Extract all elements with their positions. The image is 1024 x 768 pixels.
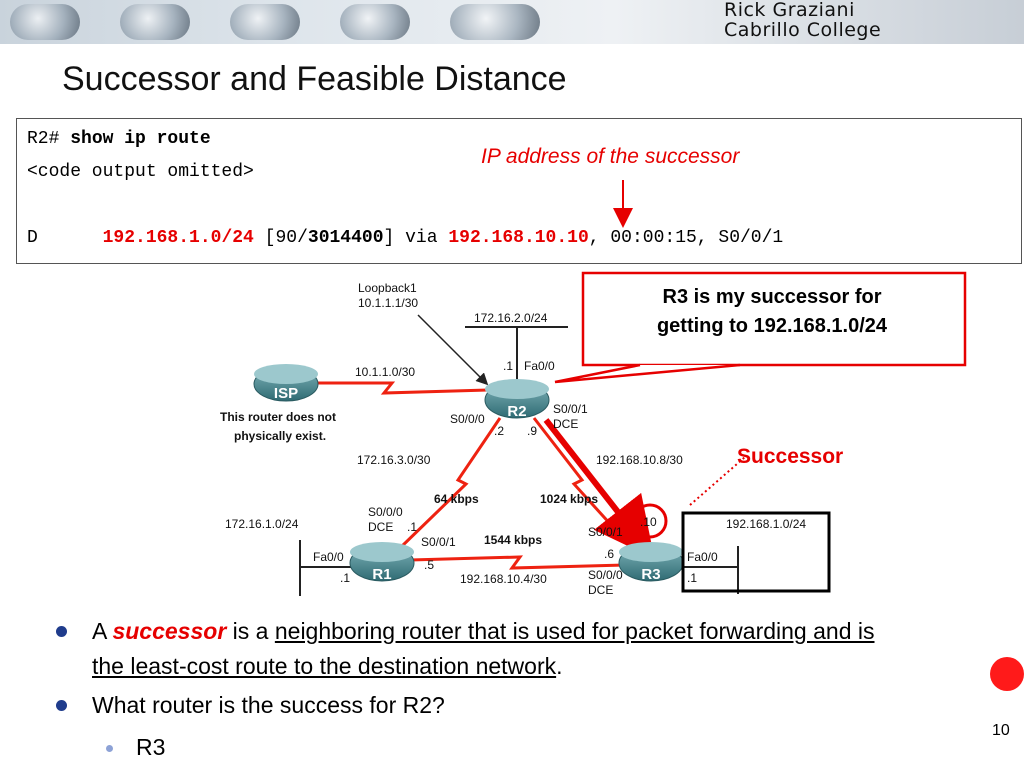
bullet-text: is a: [232, 618, 269, 644]
r1-r3-serial-link: [409, 555, 626, 570]
bullet-dot: [56, 700, 67, 711]
author-name: Rick Graziani: [724, 0, 855, 21]
bullet-text: .: [556, 653, 563, 679]
command-line: R2# show ip route: [27, 129, 211, 149]
successor-path-arrow: [543, 418, 655, 559]
question-text: What router is the success for R2?: [92, 692, 445, 718]
r2-lan-network: 172.16.2.0/24: [474, 311, 548, 325]
r1-s001-port: S0/0/1: [421, 535, 456, 549]
bullet-question: What router is the success for R2?: [56, 688, 445, 723]
answer-text: R3: [136, 734, 166, 760]
successor-dotted-pointer: [689, 456, 746, 506]
isp-label: ISP: [274, 385, 298, 402]
route-output-box: R2# show ip route <code output omitted> …: [16, 118, 1022, 264]
route-code: D: [27, 228, 38, 248]
author-block: Rick Graziani Cabrillo College: [724, 0, 881, 40]
route-entry: D 192.168.1.0/24 [90/3014400] via 192.16…: [27, 228, 783, 248]
r2-s000-port: S0/0/0: [450, 412, 485, 426]
r3-label: R3: [641, 566, 660, 583]
cli-prompt: R2#: [27, 129, 60, 149]
r3-s000-port: S0/0/0: [588, 568, 623, 582]
r3-fa-port: Fa0/0: [687, 550, 718, 564]
metric-open: [90/: [264, 228, 308, 248]
r2-s001-port: S0/0/1: [553, 402, 588, 416]
r3-fa-host: .1: [687, 571, 697, 585]
r3-host-10: .10: [640, 515, 657, 529]
author-college: Cabrillo College: [724, 19, 882, 41]
loopback-arrow: [417, 314, 489, 386]
banner-graphic: [340, 4, 410, 40]
r1-r2-bandwidth: 64 kbps: [434, 492, 479, 506]
successor-term: successor: [112, 618, 227, 644]
callout-line1: R3 is my successor for: [662, 286, 882, 308]
omitted-line: <code output omitted>: [27, 162, 254, 182]
r1-fa-host: .1: [340, 571, 350, 585]
successor-ip-annotation: IP address of the successor: [481, 145, 740, 168]
isp-link-network: 10.1.1.0/30: [355, 365, 415, 379]
isp-note-line2: physically exist.: [234, 429, 326, 443]
r2-host-2: .2: [494, 424, 504, 438]
r1-r2-serial-link: [398, 417, 502, 550]
router-isp: [253, 364, 319, 402]
r1-r2-network: 172.16.3.0/30: [357, 453, 431, 467]
successor-ip-highlight: [632, 503, 668, 539]
r3-lan-network: 192.168.1.0/24: [726, 517, 806, 531]
r2-r3-network: 192.168.10.8/30: [596, 453, 683, 467]
loopback-name: Loopback1: [358, 281, 417, 295]
feasible-distance: 3014400: [307, 228, 384, 248]
slide-title: Successor and Feasible Distance: [62, 60, 567, 98]
r2-r3-bandwidth: 1024 kbps: [540, 492, 598, 506]
r1-r3-bandwidth: 1544 kbps: [484, 533, 542, 547]
banner-graphic: [230, 4, 300, 40]
r2-fa-host: .1: [503, 359, 513, 373]
callout-pointer: [554, 363, 741, 384]
callout-box: [581, 271, 967, 367]
sub-bullet-answer: R3: [106, 730, 165, 765]
callout-line2: getting to 192.168.1.0/24: [656, 315, 888, 337]
r3-s001-port: S0/0/1: [588, 525, 623, 539]
r1-fa-port: Fa0/0: [313, 550, 344, 564]
banner-graphic: [120, 4, 190, 40]
r1-host-1: .1: [407, 520, 417, 534]
metric-close: ] via: [383, 228, 438, 248]
r2-label: R2: [507, 403, 526, 420]
r1-host-5: .5: [424, 558, 434, 572]
r2-fa-port: Fa0/0: [524, 359, 555, 373]
router-r2: [484, 379, 550, 419]
r2-dce: DCE: [553, 417, 578, 431]
isp-note-line1: This router does not: [220, 410, 336, 424]
router-r1: [349, 542, 415, 582]
r1-s000-port: S0/0/0: [368, 505, 403, 519]
route-network: 192.168.1.0/24: [102, 228, 254, 248]
banner-graphic: [10, 4, 80, 40]
next-hop-ip: 192.168.10.10: [448, 228, 589, 248]
r3-dce: DCE: [588, 583, 613, 597]
r3-host-6: .6: [604, 547, 614, 561]
cli-command: show ip route: [70, 129, 211, 149]
route-tail: , 00:00:15, S0/0/1: [588, 228, 784, 248]
bullet-successor-definition: A successor is a neighboring router that…: [56, 614, 876, 684]
r2-host-9: .9: [527, 424, 537, 438]
r1-dce: DCE: [368, 520, 393, 534]
r1-r3-network: 192.168.10.4/30: [460, 572, 547, 586]
isp-serial-link: [318, 381, 489, 395]
banner-graphic: [450, 4, 540, 40]
successor-callout: R3 is my successor for getting to 192.16…: [586, 283, 958, 341]
destination-network-box: [681, 511, 831, 593]
red-dot-decoration: [990, 657, 1024, 691]
successor-label: Successor: [737, 445, 844, 468]
page-number: 10: [992, 722, 1010, 739]
successor-definition: neighboring router that is used for pack…: [92, 618, 875, 679]
loopback-ip: 10.1.1.1/30: [358, 296, 418, 310]
r1-label: R1: [372, 566, 391, 583]
header-banner: Rick Graziani Cabrillo College: [0, 0, 1024, 44]
sub-bullet-dot: [106, 745, 113, 752]
r1-lan-network: 172.16.1.0/24: [225, 517, 299, 531]
bullet-text: A: [92, 618, 107, 644]
bullet-dot: [56, 626, 67, 637]
router-r3: [618, 542, 684, 582]
